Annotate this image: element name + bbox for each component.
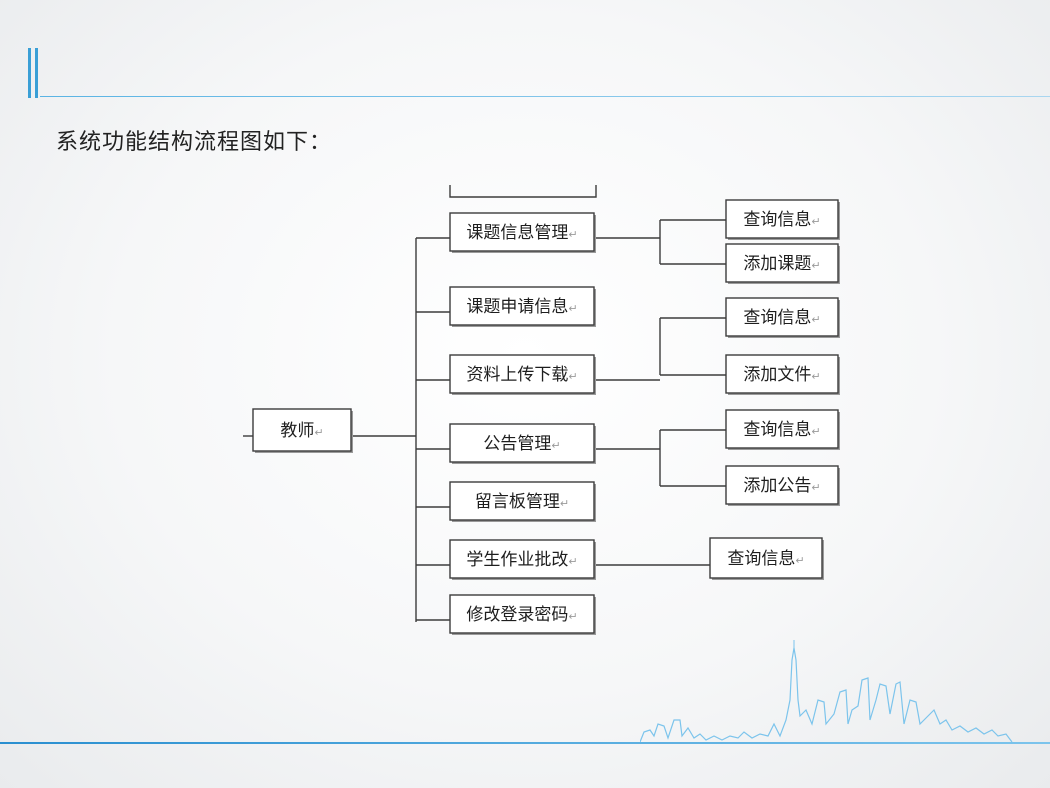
module-node-6: 修改登录密码↵ [449, 594, 596, 635]
connector-lines [243, 185, 726, 622]
page-heading: 系统功能结构流程图如下： [56, 130, 333, 155]
child-node-2-1-label: 添加文件↵ [743, 365, 820, 385]
module-node-4: 留言板管理↵ [449, 481, 596, 522]
module-node-3-label: 公告管理↵ [483, 434, 560, 454]
child-node-5-0-label: 查询信息↵ [727, 549, 804, 569]
diagram-nodes: 教师↵ 课题信息管理↵ 查询信息↵ 添加课题↵ 课题申请信息↵ 资料上传下载↵ 查询信息↵ 添… [252, 199, 840, 635]
module-node-5: 学生作业批改↵ [449, 539, 596, 580]
module-node-1: 课题申请信息↵ [449, 286, 596, 327]
root-node-teacher: 教师↵ [252, 408, 353, 453]
top-rule [40, 96, 1050, 97]
child-node-0-0: 查询信息↵ [725, 199, 840, 240]
accent-bars-icon [28, 48, 40, 98]
child-node-0-1-label: 添加课题↵ [743, 254, 820, 274]
child-node-3-0-label: 查询信息↵ [743, 420, 820, 440]
city-skyline-icon [640, 640, 1013, 743]
module-node-0: 课题信息管理↵ [449, 212, 596, 253]
module-node-2-label: 资料上传下载↵ [466, 365, 577, 385]
bottom-rule [0, 742, 1050, 744]
child-node-2-1: 添加文件↵ [725, 354, 840, 395]
root-node-teacher-label: 教师↵ [280, 421, 323, 441]
module-node-3: 公告管理↵ [449, 423, 596, 464]
module-node-2: 资料上传下载↵ [449, 354, 596, 395]
child-node-0-1: 添加课题↵ [725, 243, 840, 284]
module-node-4-label: 留言板管理↵ [475, 492, 569, 512]
child-node-3-1: 添加公告↵ [725, 465, 840, 506]
child-node-0-0-label: 查询信息↵ [743, 210, 820, 230]
child-node-3-0: 查询信息↵ [725, 409, 840, 450]
module-node-5-label: 学生作业批改↵ [466, 550, 577, 570]
child-node-5-0: 查询信息↵ [709, 537, 824, 580]
module-node-0-label: 课题信息管理↵ [466, 223, 577, 243]
child-node-2-0: 查询信息↵ [725, 297, 840, 338]
partial-node-fragment [449, 185, 597, 198]
child-node-2-0-label: 查询信息↵ [743, 308, 820, 328]
child-node-3-1-label: 添加公告↵ [743, 476, 820, 496]
module-node-6-label: 修改登录密码↵ [466, 605, 577, 625]
module-node-1-label: 课题申请信息↵ [466, 297, 577, 317]
